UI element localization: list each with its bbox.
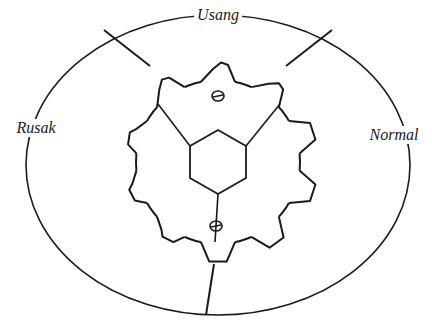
region-label: Usang (194, 6, 242, 24)
region-label: Normal (367, 126, 422, 144)
region-label: Rusak (13, 119, 58, 137)
